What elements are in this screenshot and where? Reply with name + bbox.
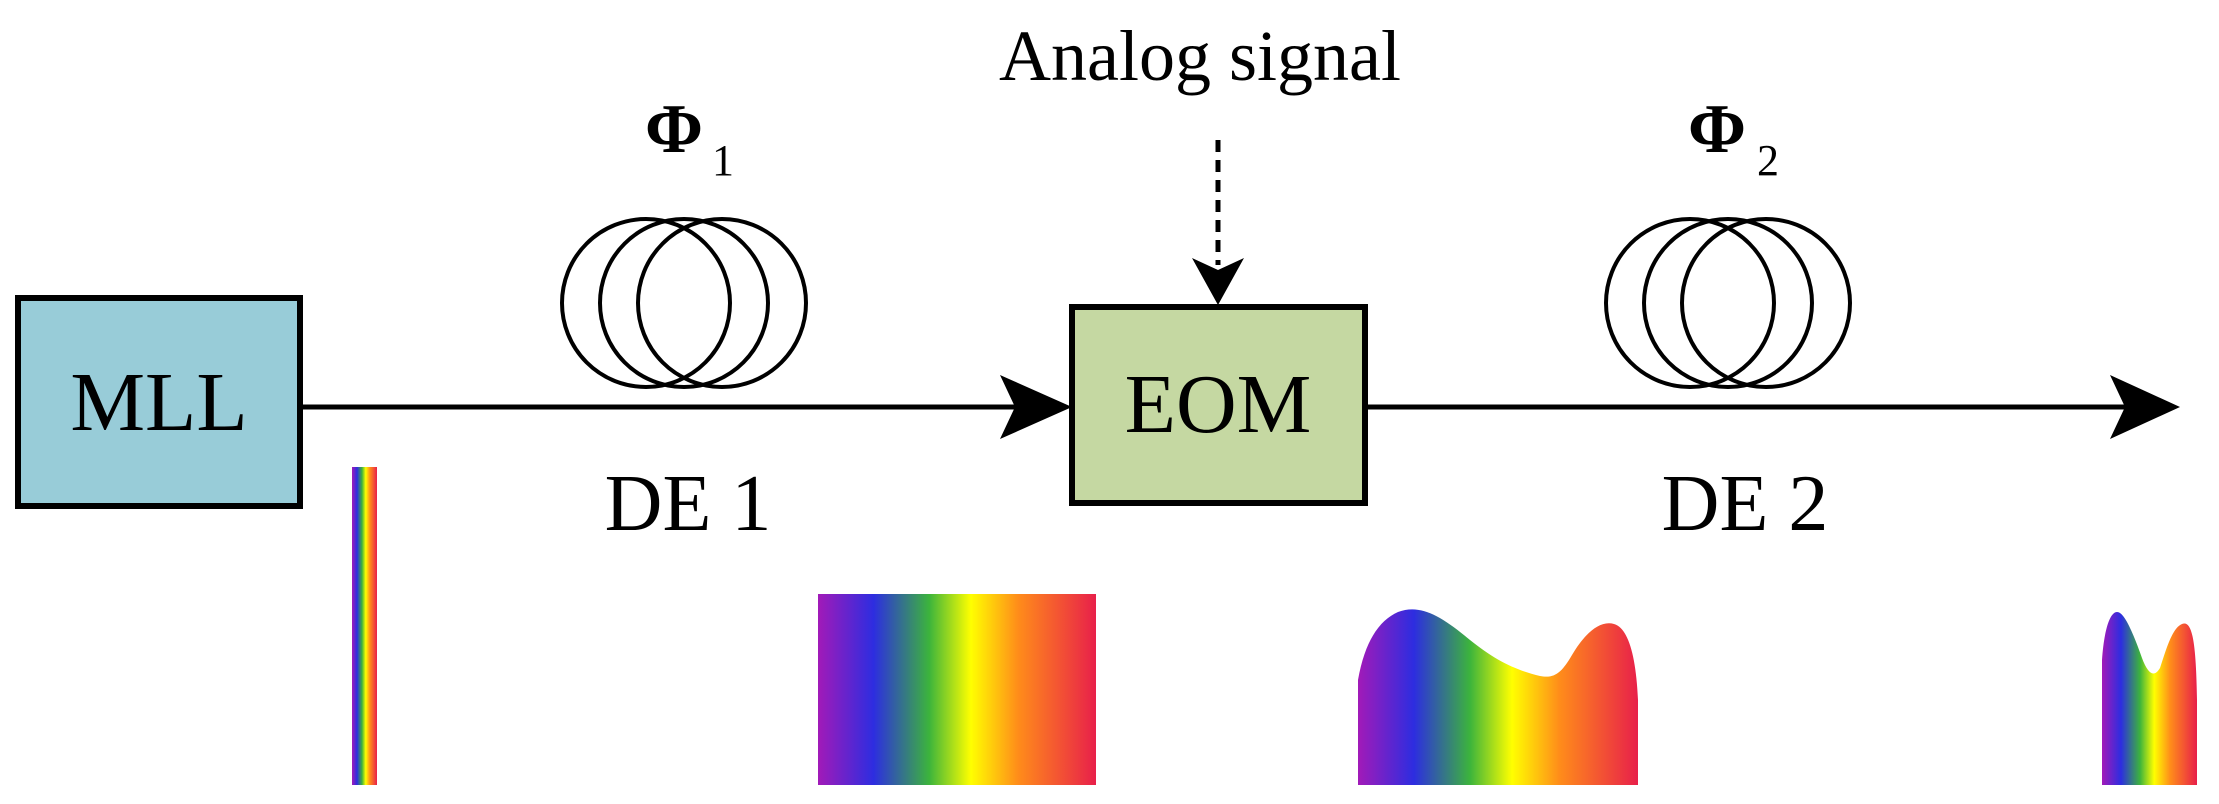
fiber-coil-de2 bbox=[1604, 217, 1852, 389]
coil-loop bbox=[1642, 217, 1814, 389]
coil-loop bbox=[636, 217, 808, 389]
de1-phase-subscript: 1 bbox=[712, 136, 734, 185]
de1-phase-symbol: Φ bbox=[645, 91, 703, 168]
coil-loop bbox=[598, 217, 770, 389]
coil-loop bbox=[1680, 217, 1852, 389]
de1-label: DE 1 bbox=[605, 460, 772, 548]
mll-box bbox=[15, 295, 303, 509]
coil-loop bbox=[1604, 217, 1776, 389]
de2-phase-subscript: 2 bbox=[1757, 136, 1779, 185]
arrowhead-to-eom bbox=[1000, 375, 1072, 439]
eom-box bbox=[1069, 304, 1368, 506]
de2-label: DE 2 bbox=[1662, 460, 1829, 548]
analog-signal-label: Analog signal bbox=[999, 16, 1401, 96]
pulse-narrow-spectrum bbox=[352, 467, 377, 785]
mll-block: MLL bbox=[15, 295, 303, 509]
coil-loop bbox=[560, 217, 732, 389]
pulse-compressed-spectrum bbox=[2102, 612, 2197, 785]
arrowhead-output bbox=[2110, 375, 2180, 439]
pulse-chirped-spectrum bbox=[818, 594, 1096, 785]
pulse-modulated-spectrum bbox=[1358, 609, 1638, 785]
mll-label: MLL bbox=[70, 356, 247, 449]
eom-block: EOM bbox=[1069, 304, 1368, 506]
analog-signal-arrowhead bbox=[1192, 258, 1244, 305]
eom-label: EOM bbox=[1125, 358, 1312, 451]
fiber-coil-de1 bbox=[560, 217, 808, 389]
de2-phase-symbol: Φ bbox=[1688, 91, 1746, 168]
